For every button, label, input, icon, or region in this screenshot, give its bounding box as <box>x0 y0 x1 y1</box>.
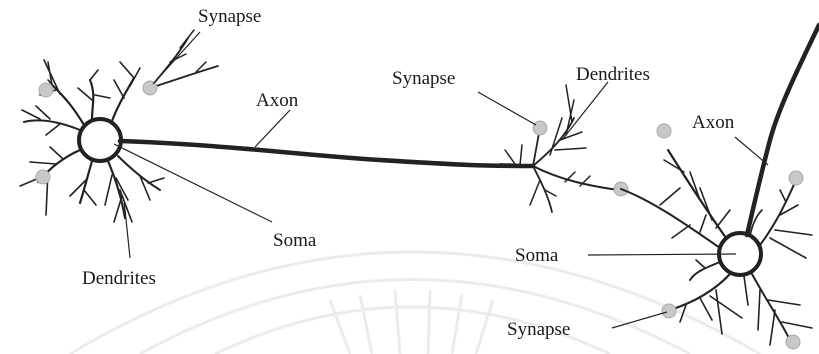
axon-main <box>120 141 533 166</box>
label-soma-left: Soma <box>273 230 317 251</box>
leader-dendrites-mid <box>562 82 608 140</box>
synapse-right-upper-left-bulb <box>657 124 671 138</box>
synapse-right-lower-bulb <box>786 335 800 349</box>
axon-right-line <box>747 25 819 235</box>
synapse-left-upper-bulb <box>39 83 53 97</box>
label-dendrites-mid: Dendrites <box>576 64 650 85</box>
label-axon-right: Axon <box>692 112 735 133</box>
label-synapse-top: Synapse <box>198 6 261 27</box>
label-synapse-bottom: Synapse <box>507 319 570 340</box>
synapse-mid-bulb <box>533 121 547 135</box>
labels: Synapse Axon Synapse Dendrites Axon Soma… <box>82 6 735 340</box>
label-soma-right: Soma <box>515 245 559 266</box>
dendrites-right-branches <box>621 150 812 345</box>
synapse-top-bulb <box>143 81 157 95</box>
leader-soma-left <box>114 144 272 222</box>
label-synapse-mid: Synapse <box>392 68 455 89</box>
synapse-bottom-bulb <box>662 304 676 318</box>
leader-soma-right <box>588 254 736 255</box>
neuron-left <box>20 30 533 222</box>
label-dendrites-left: Dendrites <box>82 268 156 289</box>
leader-synapse-top <box>153 32 200 84</box>
watermark <box>70 252 760 354</box>
synapse-left-lower-bulb <box>36 170 50 184</box>
leader-axon-right <box>735 137 768 165</box>
soma-left-body <box>79 119 121 161</box>
synapse-right-upper-right-bulb <box>789 171 803 185</box>
leader-axon-top <box>255 110 290 147</box>
label-axon-top: Axon <box>256 90 299 111</box>
leader-synapse-mid <box>478 92 536 125</box>
axon-terminal <box>500 85 628 212</box>
synapse-top-branch <box>150 30 218 88</box>
